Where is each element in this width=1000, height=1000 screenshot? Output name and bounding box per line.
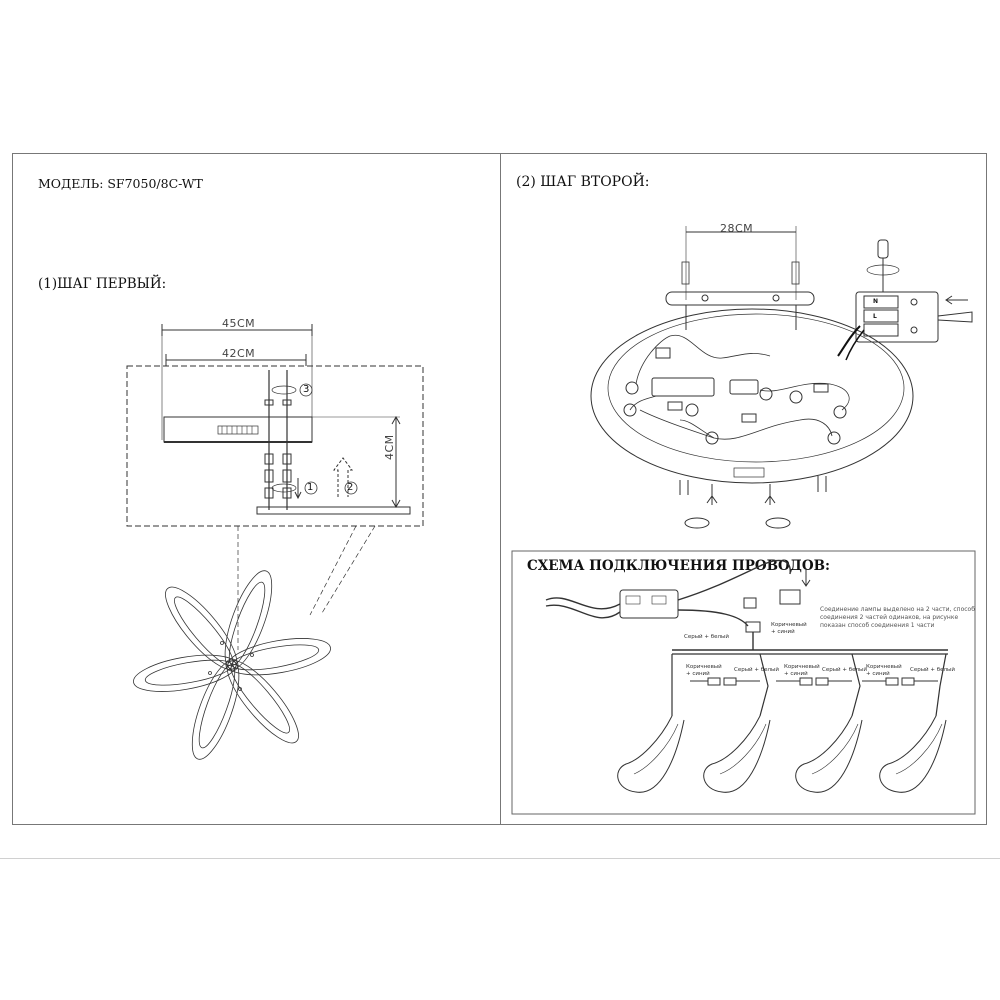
row-label-3: Коричневый + синий: [784, 664, 820, 677]
model-label: МОДЕЛЬ: SF7050/8C-WT: [38, 176, 203, 191]
callout-2: 2: [347, 482, 354, 493]
row-label-1: Коричневый + синий: [686, 664, 722, 677]
chandelier-top-view: [133, 570, 331, 760]
wiring-title: СХЕМА ПОДКЛЮЧЕНИЯ ПРОВОДОВ:: [527, 558, 830, 574]
callout-3: 3: [303, 384, 310, 395]
row-label-2: Серый + белый: [734, 667, 779, 673]
wiring-schematic: [511, 550, 976, 815]
step1-title: (1)ШАГ ПЕРВЫЙ:: [38, 276, 167, 292]
dim-outer-label: 45CM: [222, 317, 256, 330]
terminal-l-label: L: [873, 313, 877, 320]
wiring-note: Соединение лампы выделено на 2 части, сп…: [820, 606, 975, 629]
label-brown-blue: Коричневый + синий: [771, 622, 807, 635]
callout-1: 1: [307, 482, 314, 493]
row-label-6: Серый + белый: [910, 667, 955, 673]
step1-mounting-drawing: [126, 324, 424, 650]
terminal-n-label: N: [873, 298, 879, 305]
panel-divider: [500, 153, 501, 825]
row-label-5: Коричневый + синий: [866, 664, 902, 677]
step2-title: (2) ШАГ ВТОРОЙ:: [516, 174, 650, 190]
row-label-4: Серый + белый: [822, 667, 867, 673]
label-gray-white: Серый + белый: [684, 634, 729, 640]
dim-inner-label: 42CM: [222, 347, 256, 360]
footer-line: [0, 858, 1000, 859]
step2-assembly-drawing: [590, 226, 973, 529]
instruction-frame: [12, 153, 987, 825]
